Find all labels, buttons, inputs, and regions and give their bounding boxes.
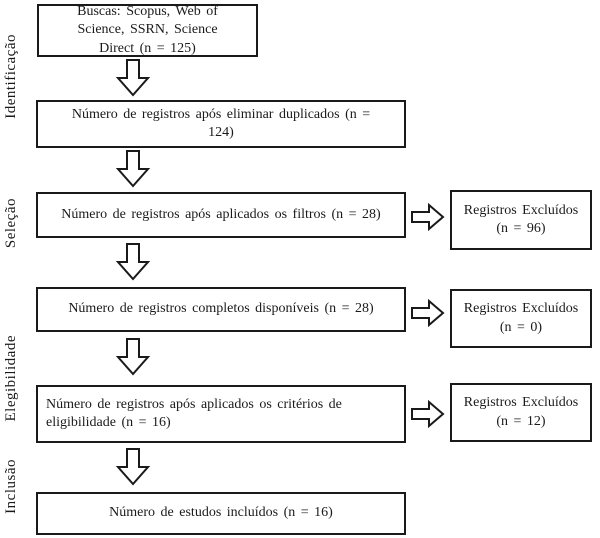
after-filters-box: Número de registros após aplicados os fi…	[36, 192, 406, 238]
stage-label-identificacao: Identificação	[3, 34, 19, 119]
included-studies-box: Número de estudos incluídos (n = 16)	[36, 492, 406, 535]
right-arrow-icon	[411, 203, 445, 231]
down-arrow-icon	[115, 338, 151, 376]
right-arrow-icon	[411, 400, 445, 428]
right-arrow-icon	[411, 299, 445, 327]
stage-label-inclusao: Inclusão	[3, 459, 19, 514]
excluded-eligibility-box: Registros Excluídos (n = 12)	[450, 383, 592, 442]
excluded-full-text-text: Registros Excluídos (n = 0)	[463, 301, 579, 335]
after-filters-text: Número de registros após aplicados os fi…	[61, 206, 381, 222]
after-duplicates-box: Número de registros após eliminar duplic…	[36, 100, 406, 148]
full-text-available-box: Número de registros completos disponívei…	[36, 287, 406, 332]
after-eligibility-text: Número de registros após aplicados os cr…	[46, 396, 342, 430]
excluded-eligibility-text: Registros Excluídos (n = 12)	[463, 395, 579, 429]
stage-label-elegibilidade: Elegibilidade	[3, 335, 19, 422]
search-sources-text: Buscas: Scopus, Web of Science, SSRN, Sc…	[77, 4, 218, 56]
after-duplicates-text: Número de registros após eliminar duplic…	[71, 106, 371, 140]
search-sources-box: Buscas: Scopus, Web of Science, SSRN, Sc…	[37, 4, 258, 57]
after-eligibility-box: Número de registros após aplicados os cr…	[36, 385, 406, 443]
excluded-filters-box: Registros Excluídos (n = 96)	[450, 190, 592, 250]
full-text-available-text: Número de registros completos disponívei…	[68, 301, 374, 317]
excluded-full-text-box: Registros Excluídos (n = 0)	[450, 289, 592, 348]
down-arrow-icon	[115, 448, 151, 486]
stage-label-selecao: Seleção	[3, 198, 19, 249]
down-arrow-icon	[115, 59, 151, 97]
down-arrow-icon	[115, 150, 151, 188]
down-arrow-icon	[115, 243, 151, 281]
included-studies-text: Número de estudos incluídos (n = 16)	[109, 505, 333, 521]
excluded-filters-text: Registros Excluídos (n = 96)	[463, 202, 579, 236]
